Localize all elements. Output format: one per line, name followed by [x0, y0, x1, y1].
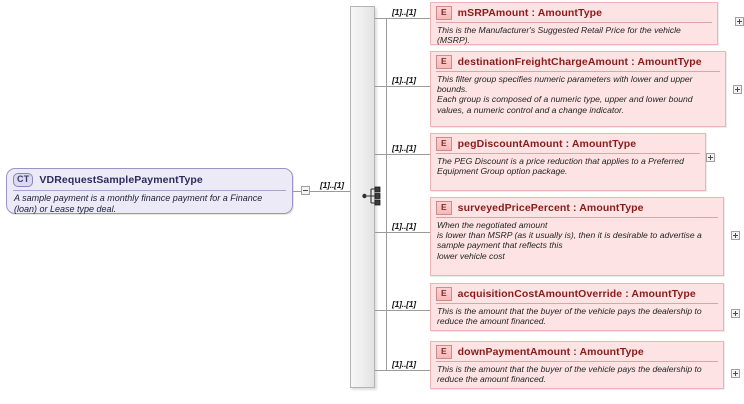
element-documentation: This filter group specifies numeric para… — [437, 74, 693, 115]
connector-lead-6 — [386, 370, 430, 371]
connector-branch-2 — [375, 86, 387, 87]
element-node-acquisitioncostamountoverride[interactable]: E acquisitionCostAmountOverride : Amount… — [430, 283, 724, 331]
sequence-icon[interactable] — [362, 186, 384, 206]
element-badge-icon: E — [436, 54, 452, 69]
element-divider — [436, 303, 718, 304]
cardinality-child-3: [1]..[1] — [392, 143, 416, 153]
cardinality-child-1: [1]..[1] — [392, 7, 416, 17]
expand-plus-icon-msrpamount[interactable] — [735, 17, 744, 26]
element-header: E mSRPAmount : AmountType — [431, 3, 717, 22]
element-documentation: The PEG Discount is a price reduction th… — [437, 156, 684, 177]
connector-trunk — [386, 18, 387, 370]
complextype-badge-icon: CT — [13, 172, 34, 187]
connector-lead-2 — [386, 86, 430, 87]
element-badge-icon: E — [436, 5, 452, 20]
complextype-header: CT VDRequestSamplePaymentType — [7, 169, 292, 190]
complextype-node-vdrequestsamplepaymenttype[interactable]: CT VDRequestSamplePaymentType A sample p… — [6, 168, 293, 214]
expand-plus-icon-pegdiscountamount[interactable] — [706, 153, 715, 162]
element-header: E pegDiscountAmount : AmountType — [431, 134, 705, 153]
element-node-pegdiscountamount[interactable]: E pegDiscountAmount : AmountType The PEG… — [430, 133, 706, 191]
connector-root-to-group — [310, 191, 350, 192]
expand-plus-icon-surveyedpricepercent[interactable] — [731, 231, 740, 240]
connector-branch-5 — [375, 310, 387, 311]
element-node-msrpamount[interactable]: E mSRPAmount : AmountType This is the Ma… — [430, 2, 718, 45]
connector-branch-1 — [375, 18, 387, 19]
element-node-destinationfreightchargeamount[interactable]: E destinationFreightChargeAmount : Amoun… — [430, 51, 726, 127]
element-badge-icon: E — [436, 200, 452, 215]
expand-plus-icon-acquisitioncostamountoverride[interactable] — [731, 309, 740, 318]
element-header: E acquisitionCostAmountOverride : Amount… — [431, 284, 723, 303]
element-name: acquisitionCostAmountOverride : AmountTy… — [457, 287, 696, 300]
element-divider — [436, 217, 718, 218]
element-name: destinationFreightChargeAmount : AmountT… — [457, 55, 702, 68]
cardinality-root: [1]..[1] — [320, 180, 344, 190]
element-divider — [436, 153, 700, 154]
element-badge-icon: E — [436, 286, 452, 301]
connector-lead-4 — [386, 232, 430, 233]
element-header: E downPaymentAmount : AmountType — [431, 342, 723, 361]
connector-lead-5 — [386, 310, 430, 311]
element-node-downpaymentamount[interactable]: E downPaymentAmount : AmountType This is… — [430, 341, 724, 389]
element-header: E surveyedPricePercent : AmountType — [431, 198, 723, 217]
connector-lead-1 — [386, 18, 430, 19]
connector-root-to-expander — [293, 191, 301, 192]
complextype-name: VDRequestSamplePaymentType — [39, 173, 203, 186]
cardinality-child-2: [1]..[1] — [392, 75, 416, 85]
element-badge-icon: E — [436, 136, 452, 151]
element-divider — [436, 71, 720, 72]
element-name: downPaymentAmount : AmountType — [457, 345, 644, 358]
cardinality-child-5: [1]..[1] — [392, 299, 416, 309]
element-node-surveyedpricepercent[interactable]: E surveyedPricePercent : AmountType When… — [430, 197, 724, 276]
element-documentation: When the negotiated amount is lower than… — [437, 220, 702, 261]
element-documentation: This is the amount that the buyer of the… — [437, 364, 702, 385]
element-name: pegDiscountAmount : AmountType — [457, 137, 637, 150]
expand-plus-icon-destinationfreightchargeamount[interactable] — [733, 85, 742, 94]
expand-plus-icon-downpaymentamount[interactable] — [731, 369, 740, 378]
connector-lead-3 — [386, 154, 430, 155]
cardinality-child-6: [1]..[1] — [392, 359, 416, 369]
cardinality-child-4: [1]..[1] — [392, 221, 416, 231]
element-header: E destinationFreightChargeAmount : Amoun… — [431, 52, 725, 71]
element-name: mSRPAmount : AmountType — [457, 6, 603, 19]
element-name: surveyedPricePercent : AmountType — [457, 201, 644, 214]
element-divider — [436, 361, 718, 362]
collapse-minus-icon-root[interactable] — [301, 186, 310, 195]
element-documentation: This is the amount that the buyer of the… — [437, 306, 702, 327]
connector-branch-3 — [375, 154, 387, 155]
model-group-bar[interactable] — [350, 6, 375, 388]
element-divider — [436, 22, 712, 23]
element-badge-icon: E — [436, 344, 452, 359]
element-documentation: This is the Manufacturer's Suggested Ret… — [437, 25, 681, 46]
complextype-documentation: A sample payment is a monthly finance pa… — [14, 193, 263, 214]
connector-branch-6 — [375, 370, 387, 371]
complextype-divider — [13, 190, 286, 191]
connector-branch-4 — [375, 232, 387, 233]
